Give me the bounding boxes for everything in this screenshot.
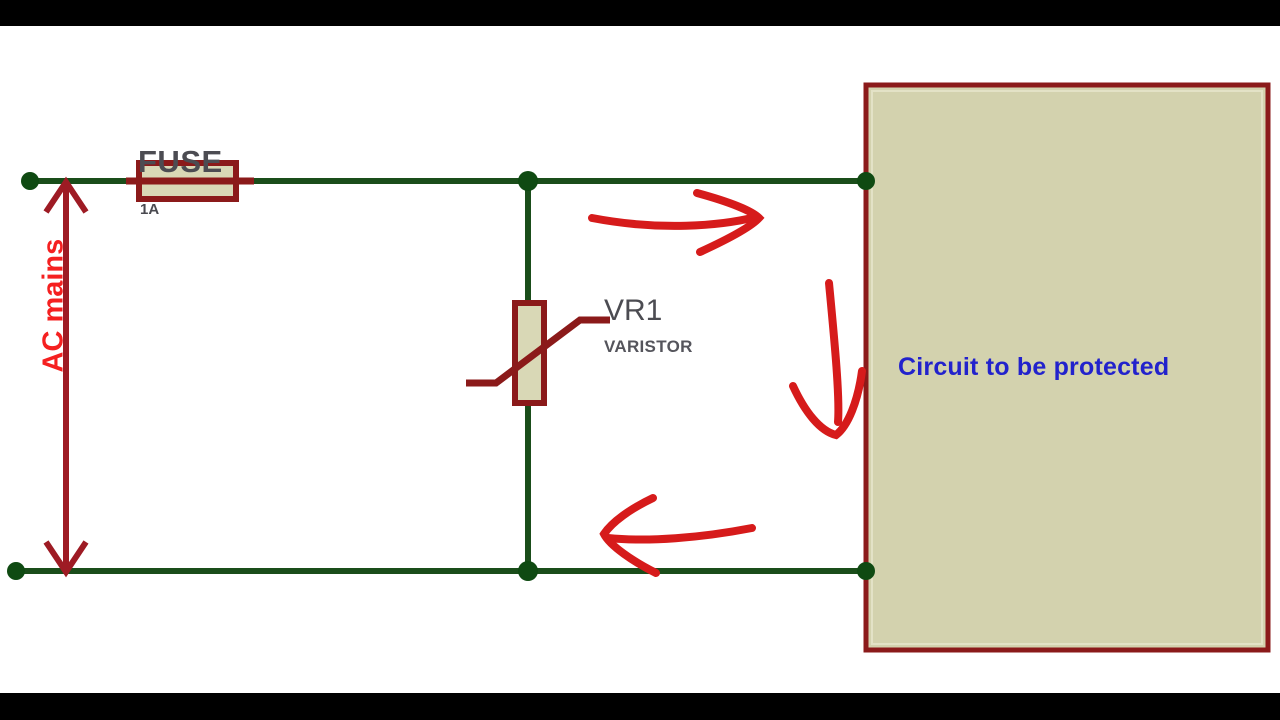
- node-varistor-top-junction[interactable]: [518, 171, 538, 191]
- annotation-arrow-down: [789, 279, 866, 440]
- ac-mains-arrow-head-down: [43, 540, 89, 578]
- node-varistor-bottom-junction[interactable]: [518, 561, 538, 581]
- annotation-arrow-down-head: [789, 367, 866, 440]
- node-load-top-terminal[interactable]: [857, 172, 875, 190]
- ac-mains-arrow-head-up: [43, 176, 89, 214]
- fuse-rating-label: 1A: [140, 201, 160, 218]
- letterbox-bar-bottom: [0, 693, 1280, 720]
- annotation-arrow-right-shaft: [588, 213, 760, 230]
- varistor-symbol[interactable]: [466, 300, 610, 406]
- fuse-symbol[interactable]: [126, 160, 254, 202]
- circuit-svg: [7, 82, 1271, 653]
- letterbox-bar-top: [0, 0, 1280, 26]
- ac-mains-arrow: [43, 176, 89, 578]
- varistor-ref-label: VR1: [604, 294, 663, 327]
- annotation-arrow-right-head: [693, 189, 765, 256]
- load-block-inner-highlight: [871, 90, 1263, 645]
- wire-group: [16, 178, 869, 574]
- node-ac-neutral-terminal[interactable]: [7, 562, 25, 580]
- annotation-arrows: [588, 189, 866, 577]
- circuit-canvas: FUSE 1A VR1 VARISTOR AC mains Circuit to…: [0, 26, 1280, 693]
- ac-mains-label: AC mains: [37, 238, 70, 373]
- annotation-arrow-left-shaft: [604, 524, 756, 544]
- protected-circuit-label: Circuit to be protected: [898, 353, 1170, 381]
- varistor-nonlinear-slash: [466, 316, 610, 387]
- load-block[interactable]: [863, 82, 1271, 653]
- fuse-label: FUSE: [138, 144, 223, 179]
- node-dots: [7, 171, 875, 581]
- node-ac-live-terminal[interactable]: [21, 172, 39, 190]
- varistor-type-label: VARISTOR: [604, 337, 693, 356]
- node-load-bottom-terminal[interactable]: [857, 562, 875, 580]
- annotation-arrow-right: [588, 189, 765, 256]
- load-block-body: [863, 82, 1271, 653]
- annotation-arrow-left-head: [599, 494, 660, 577]
- annotation-arrow-left: [599, 494, 756, 577]
- annotation-arrow-down-shaft: [825, 279, 843, 426]
